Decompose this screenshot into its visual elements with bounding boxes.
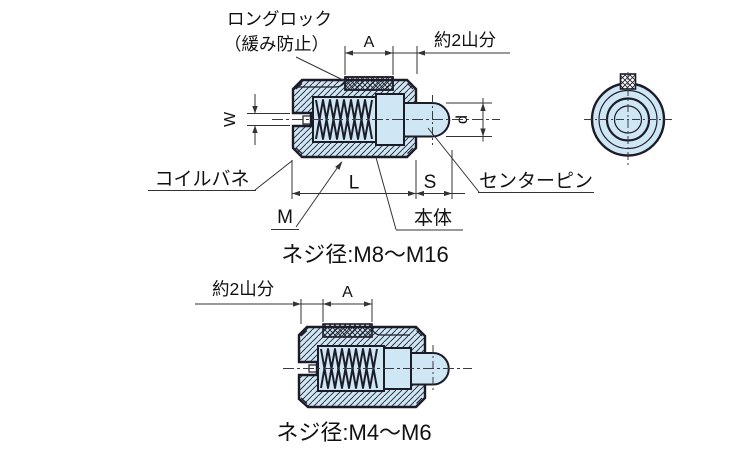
upper-approx-two-threads-label: 約2山分 [434,30,496,50]
lower-long-lock-patch-outline [322,323,373,338]
lower-dim-A-and-threads: 約2山分 A [195,279,373,324]
upper-dim-m-label: M [277,207,293,228]
lower-coil-spring [320,348,378,389]
upper-dim-W: W [222,94,290,145]
lower-screw-diameter-title: ネジ径:M4～M6 [276,420,431,445]
coil-spring-label: コイルバネ [154,169,249,190]
long-lock-label-line2: （緩み防止） [224,34,329,54]
lower-long-lock-patch [323,324,372,337]
lower-chamfer-lines [300,330,423,404]
upper-screw-diameter-title: ネジ径:M8～M16 [281,242,448,267]
upper-plunger-section-view [272,76,500,159]
end-view-centerlines [584,72,673,166]
upper-dim-d-label: d [454,115,471,124]
upper-dim-w-label: W [222,111,239,127]
upper-long-lock-patch [344,76,394,91]
long-lock-label-line1: ロングロック [227,9,332,29]
upper-long-lock-patch-outline [344,76,394,91]
upper-dim-s-label: S [424,172,437,193]
upper-dim-d: d [446,98,492,142]
upper-label-coil-spring: コイルバネ [148,160,293,191]
upper-end-view [584,72,673,166]
upper-coil-spring [315,99,373,140]
upper-label-long-lock: ロングロック （緩み防止） [224,9,346,82]
upper-dim-L-S: L S [291,150,465,199]
center-pin-label: センターピン [479,170,593,192]
lower-dim-a-label: A [342,284,353,301]
upper-label-center-pin: センターピン [427,127,594,193]
body-label: 本体 [414,207,452,229]
lower-approx-two-threads-label: 約2山分 [212,279,274,299]
upper-dim-a-label: A [364,34,375,51]
lower-plunger-section-view [283,323,472,409]
upper-dim-A-and-threads: A 約2山分 [344,30,510,75]
upper-label-body: 本体 [375,157,463,231]
upper-label-M: M [271,161,343,230]
upper-chamfer-lines [295,83,414,154]
upper-dim-l-label: L [349,173,360,194]
